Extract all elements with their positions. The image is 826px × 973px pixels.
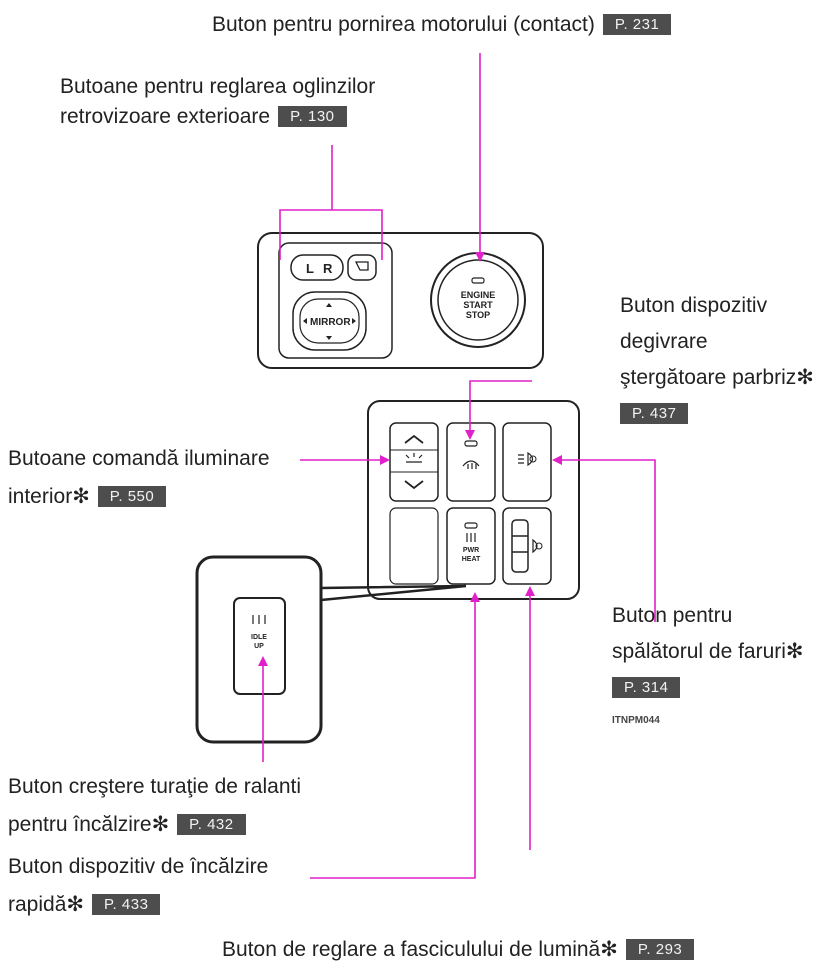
idle-up-button[interactable] [233, 597, 286, 695]
leader-lines [262, 53, 656, 879]
leader-arrowheads [258, 252, 562, 666]
headlamp-cleaner-icon [518, 451, 534, 467]
page-ref-432[interactable]: P. 432 [177, 814, 246, 835]
quick-heater-button[interactable] [446, 507, 496, 585]
idle-heater-icon [252, 615, 266, 624]
heat-text: HEAT [462, 556, 481, 563]
engine-text-1: ENGINE [461, 290, 496, 300]
mirror-select-switch[interactable] [290, 254, 344, 281]
page-ref-130[interactable]: P. 130 [278, 106, 347, 127]
mirror-fold-button[interactable] [347, 254, 377, 281]
inset-callout-lines [320, 584, 467, 602]
idle-up-label: Buton creştere turaţie de ralanti pentru… [8, 775, 301, 836]
engine-text-2: START [463, 300, 493, 310]
beam-level-dial[interactable] [511, 519, 529, 573]
interior-light-label: Butoane comandă iluminare interior✻P. 55… [8, 447, 270, 508]
wiper-deicer-button[interactable] [446, 422, 496, 502]
mirror-buttons-label: Butoane pentru reglarea oglinzilor retro… [60, 75, 376, 128]
headlamp-icon [532, 538, 538, 554]
arrow-up-icon [404, 434, 424, 444]
headlamp-cleaner-label: Buton pentru spălătorul de faruri✻ P. 31… [612, 604, 804, 698]
page-ref-314[interactable]: P. 314 [612, 677, 681, 698]
heater-icon [466, 533, 476, 542]
engine-text-3: STOP [466, 310, 490, 320]
up-text: UP [254, 643, 264, 650]
headlamp-cleaner-button[interactable] [502, 422, 552, 502]
engine-start-button[interactable] [437, 259, 519, 341]
idle-text: IDLE [251, 634, 267, 641]
mirror-r-text: R [323, 261, 333, 276]
arrow-down-icon [404, 480, 424, 490]
interior-light-icon [405, 453, 423, 463]
page-ref-231[interactable]: P. 231 [602, 14, 672, 35]
beam-level-label: Buton de reglare a fasciculului de lumin… [222, 935, 695, 965]
wiper-deicer-label: Buton dispozitiv degivrare ştergătoare p… [620, 294, 814, 424]
engine-button-label: Buton pentru pornirea motorului (contact… [212, 10, 672, 40]
page-ref-433[interactable]: P. 433 [91, 894, 161, 915]
mirror-text: MIRROR [310, 317, 351, 328]
page-ref-293[interactable]: P. 293 [625, 939, 695, 960]
figure-code: ITNPM044 [612, 715, 660, 726]
mirror-l-text: L [306, 261, 314, 276]
engine-indicator-icon [471, 277, 485, 284]
wiper-deicer-icon [462, 460, 480, 469]
quick-heater-label: Buton dispozitiv de încălzire rapidă✻P. … [8, 855, 269, 916]
mirror-switch-housing [278, 242, 393, 359]
page-ref-437[interactable]: P. 437 [620, 403, 689, 424]
blank-switch [389, 507, 439, 585]
mirror-adjust-switch[interactable] [299, 298, 360, 344]
upper-switch-panel [257, 232, 544, 369]
pwr-text: PWR [463, 547, 479, 554]
mirror-fold-icon [354, 261, 369, 271]
page-ref-550[interactable]: P. 550 [97, 486, 167, 507]
